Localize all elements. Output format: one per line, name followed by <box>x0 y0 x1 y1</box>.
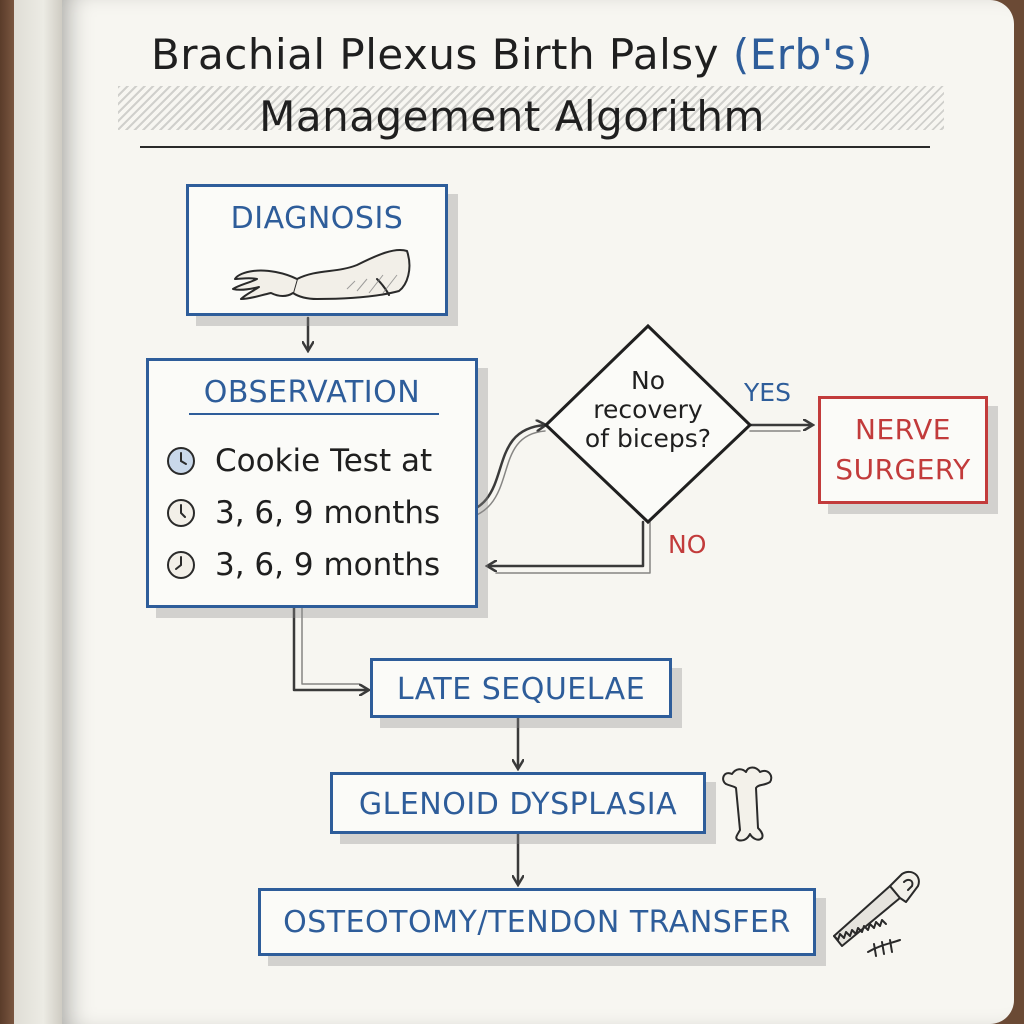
title-line-2: Management Algorithm <box>259 92 765 141</box>
title-accent: (Erb's) <box>732 30 874 79</box>
glenoid-box: GLENOID DYSPLASIA <box>330 772 706 834</box>
clock-icon <box>167 499 195 527</box>
observation-box: OBSERVATION Cookie Test at 3, 6, 9 month… <box>146 358 478 608</box>
title-line-1: Brachial Plexus Birth Palsy (Erb's) <box>0 30 1024 79</box>
observation-item: Cookie Test at <box>165 441 432 481</box>
saw-icon <box>833 870 920 957</box>
observation-underline <box>189 413 439 415</box>
title-hatching <box>118 86 944 130</box>
clock-icon <box>167 447 195 475</box>
edge-observation-late <box>292 606 368 690</box>
diagnosis-label: DIAGNOSIS <box>230 201 404 236</box>
glenoid-label: GLENOID DYSPLASIA <box>358 787 678 822</box>
observation-item-text: 3, 6, 9 months <box>215 547 441 583</box>
observation-label: OBSERVATION <box>203 375 421 410</box>
title-underline <box>140 146 930 148</box>
decision-text: No recovery of biceps? <box>572 366 724 453</box>
clock-icon <box>167 551 195 579</box>
nerve-surgery-line-1: NERVE <box>855 413 951 446</box>
decision-line-1: No <box>631 366 665 395</box>
osteotomy-box: OSTEOTOMY/TENDON TRANSFER <box>258 888 816 956</box>
bone-icon <box>722 766 773 842</box>
osteotomy-label: OSTEOTOMY/TENDON TRANSFER <box>283 905 791 940</box>
arm-icon <box>232 249 411 300</box>
late-sequelae-box: LATE SEQUELAE <box>370 658 672 718</box>
decision-line-2: recovery <box>593 395 703 424</box>
late-sequelae-label: LATE SEQUELAE <box>396 672 646 707</box>
yes-label: YES <box>744 378 791 407</box>
notebook-spine <box>0 0 14 1024</box>
observation-item: 3, 6, 9 months <box>165 545 440 585</box>
no-label: NO <box>668 530 707 559</box>
observation-item-text: Cookie Test at <box>215 443 433 479</box>
nerve-surgery-box: NERVE SURGERY <box>818 396 988 504</box>
observation-item-text: 3, 6, 9 months <box>215 495 441 531</box>
title-main: Brachial Plexus Birth Palsy <box>150 30 733 79</box>
decision-diamond <box>543 323 753 525</box>
observation-item: 3, 6, 9 months <box>165 493 440 533</box>
edge-no <box>488 520 645 566</box>
diagnosis-box: DIAGNOSIS <box>186 184 448 316</box>
nerve-surgery-line-2: SURGERY <box>835 453 971 486</box>
decision-line-3: of biceps? <box>584 424 712 453</box>
